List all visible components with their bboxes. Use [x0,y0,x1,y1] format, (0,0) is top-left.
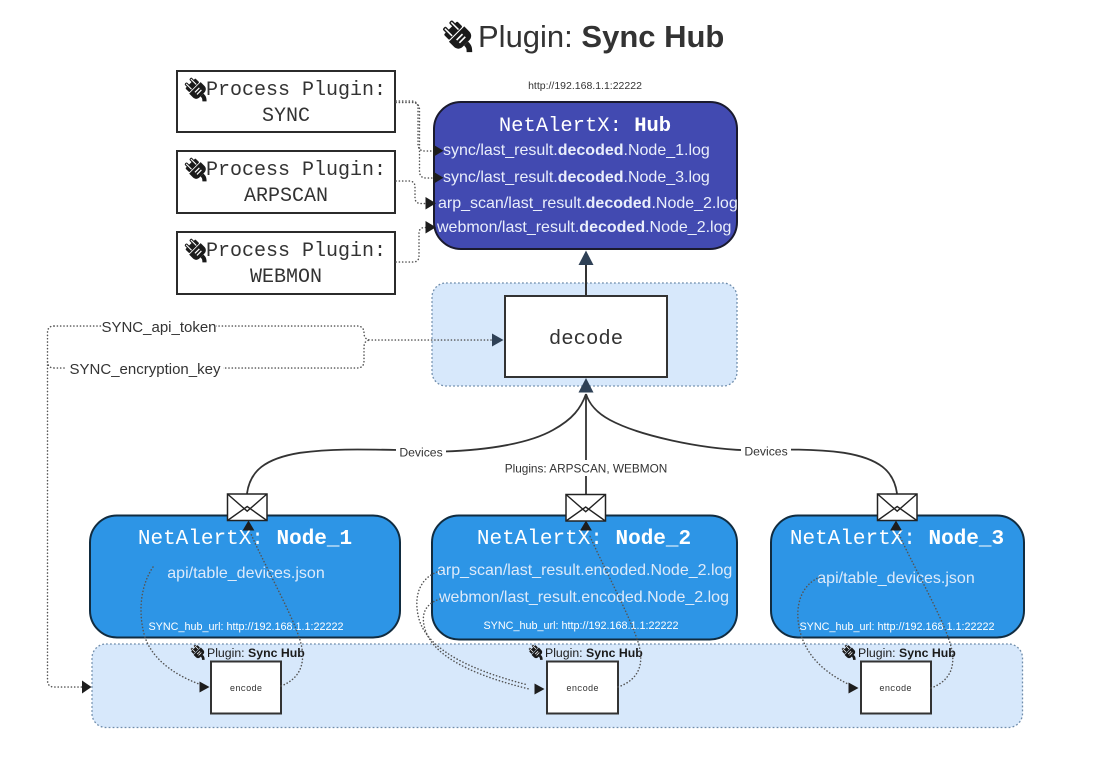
svg-text:SYNC_api_token: SYNC_api_token [101,319,216,336]
svg-text:NetAlertX: Node_2: NetAlertX: Node_2 [477,528,691,551]
svg-text:Plugin: Sync Hub: Plugin: Sync Hub [478,19,724,54]
svg-text:sync/last_result.decoded.Node_: sync/last_result.decoded.Node_1.log [443,142,710,159]
svg-text:encode: encode [230,684,262,694]
svg-text:NetAlertX: Node_3: NetAlertX: Node_3 [790,528,1004,551]
svg-text:http://192.168.1.1:22222: http://192.168.1.1:22222 [528,80,642,92]
svg-text:api/table_devices.json: api/table_devices.json [817,570,974,587]
svg-text:SYNC_hub_url: http://192.168.1: SYNC_hub_url: http://192.168.1.1:22222 [799,621,994,633]
svg-text:webmon/last_result.decoded.Nod: webmon/last_result.decoded.Node_2.log [436,219,731,236]
svg-text:Plugin: Sync Hub: Plugin: Sync Hub [207,646,305,660]
svg-text:api/table_devices.json: api/table_devices.json [167,565,324,582]
svg-text:SYNC: SYNC [262,105,310,128]
svg-text:encode: encode [879,684,911,694]
svg-text:arp_scan/last_result.decoded.N: arp_scan/last_result.decoded.Node_2.log [438,195,738,212]
svg-text:WEBMON: WEBMON [250,266,322,289]
svg-text:NetAlertX: Node_1: NetAlertX: Node_1 [138,528,352,551]
svg-text:NetAlertX: Hub: NetAlertX: Hub [499,115,671,138]
svg-text:SYNC_hub_url: http://192.168.1: SYNC_hub_url: http://192.168.1.1:22222 [148,621,343,633]
svg-text:Process Plugin:: Process Plugin: [206,79,386,102]
svg-text:Process Plugin:: Process Plugin: [206,240,386,263]
svg-text:ARPSCAN: ARPSCAN [244,185,328,208]
svg-text:sync/last_result.decoded.Node_: sync/last_result.decoded.Node_3.log [443,169,710,186]
svg-text:arp_scan/last_result.encoded.N: arp_scan/last_result.encoded.Node_2.log [437,562,732,579]
svg-text:Plugins: ARPSCAN, WEBMON: Plugins: ARPSCAN, WEBMON [505,462,668,476]
svg-text:Plugin: Sync Hub: Plugin: Sync Hub [858,646,956,660]
svg-text:encode: encode [566,684,598,694]
svg-text:SYNC_hub_url: http://192.168.1: SYNC_hub_url: http://192.168.1.1:22222 [483,620,678,632]
svg-text:SYNC_encryption_key: SYNC_encryption_key [70,361,221,378]
svg-text:Devices: Devices [744,445,787,459]
svg-text:Plugin: Sync Hub: Plugin: Sync Hub [545,646,643,660]
svg-text:webmon/last_result.encoded.Nod: webmon/last_result.encoded.Node_2.log [438,589,729,606]
svg-text:decode: decode [549,328,623,351]
svg-text:Devices: Devices [399,446,442,460]
svg-text:Process Plugin:: Process Plugin: [206,159,386,182]
